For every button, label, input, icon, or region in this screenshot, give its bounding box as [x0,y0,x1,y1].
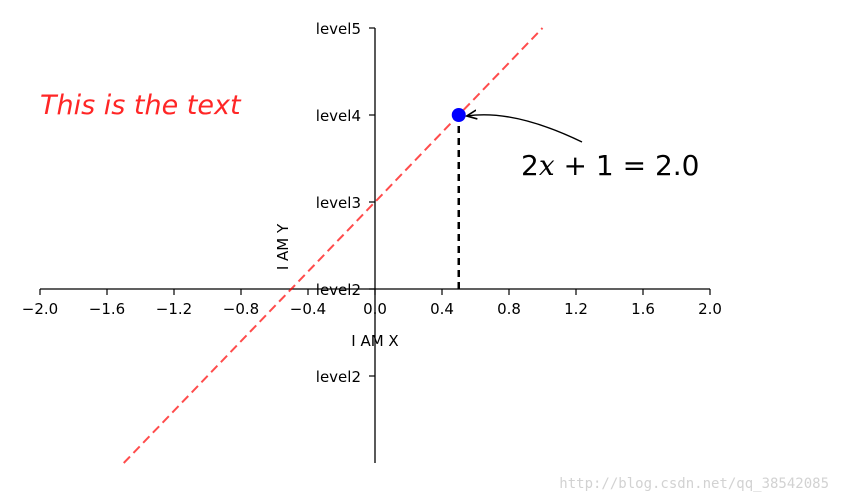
x-tick-label: 0.4 [430,300,454,318]
free-text: This is the text [40,90,242,121]
x-tick-label: 1.6 [631,300,655,318]
x-tick-label: −1.6 [89,300,125,318]
annotation-text: 2x + 1 = 2.0 [521,149,700,182]
watermark: http://blog.csdn.net/qq_38542085 [559,476,829,492]
x-tick-label: −1.2 [156,300,192,318]
x-tick-label: −0.8 [223,300,259,318]
highlight-point [451,108,466,122]
x-axis-label: I AM X [351,332,398,350]
annotation-prefix: 2 [521,149,539,182]
annotation-variable: x [539,149,555,182]
x-tick-label: 0.8 [497,300,521,318]
x-tick-label: 2.0 [698,300,722,318]
y-tick-label: level2 [316,368,361,386]
y-tick-label: level2 [316,281,361,299]
x-ticks: −2.0 −1.6 −1.2 −0.8 −0.4 0.0 0.4 0.8 1.2 1.6 2.0 [22,289,722,318]
x-tick-label: 1.2 [564,300,588,318]
annotation-suffix: + 1 = 2.0 [555,149,700,182]
y-tick-label: level4 [316,107,361,125]
annotation-arrow [467,115,583,143]
x-tick-label: 0.0 [363,300,387,318]
dashed-line-series [123,27,544,464]
x-tick-label: −2.0 [22,300,58,318]
x-tick-label: −0.4 [290,300,326,318]
y-ticks: level2 level2 level3 level4 level5 [316,20,375,386]
y-tick-label: level5 [316,20,361,38]
y-axis-label: I AM Y [274,223,292,270]
y-tick-label: level3 [316,194,361,212]
